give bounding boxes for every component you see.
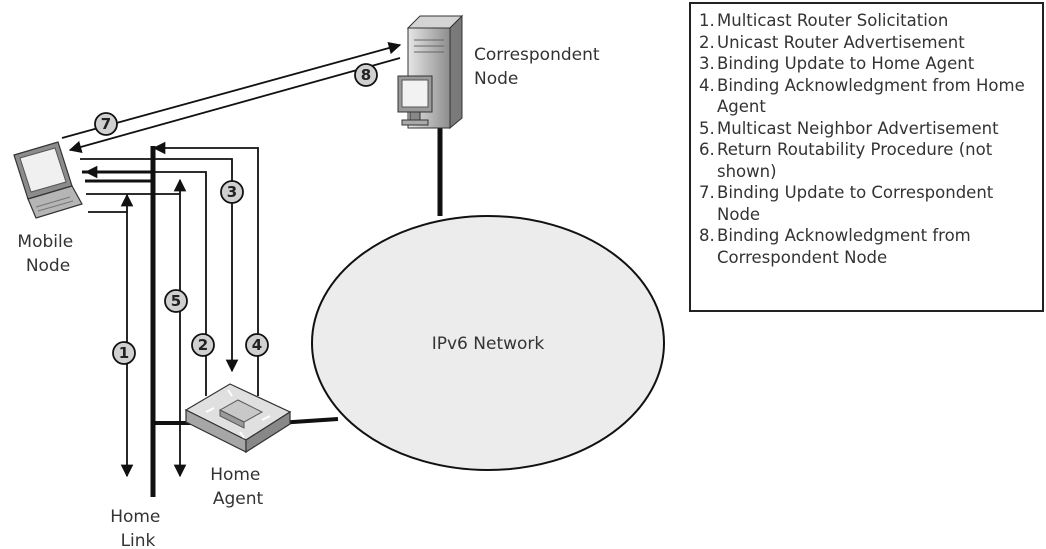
- legend-number: 2.: [699, 32, 715, 52]
- step-number-3: 3: [227, 183, 237, 201]
- legend-list: 1.Multicast Router Solicitation 2.Unicas…: [699, 10, 1034, 268]
- correspondent-label-line-2: Node: [474, 69, 518, 89]
- legend-item-5: 5.Multicast Neighbor Advertisement: [699, 118, 1034, 140]
- home-link-label-line-2: Link: [121, 531, 156, 549]
- step-number-4: 4: [252, 336, 262, 354]
- step-marker-7: 7: [94, 112, 118, 136]
- legend-text: Binding Update to Correspondent Node: [717, 183, 994, 224]
- mobile-node-icon: [13, 141, 83, 219]
- legend-text: Binding Acknowledgment from Home Agent: [717, 75, 1025, 117]
- arrow-step-2: [84, 165, 207, 396]
- mobile-label-line-2: Node: [26, 256, 70, 276]
- legend-text: Binding Acknowledgment from Corresponden…: [717, 226, 971, 267]
- legend-number: 6.: [699, 140, 715, 159]
- home-agent-label-line-1: Home: [210, 465, 260, 485]
- legend-text: Unicast Router Advertisement: [717, 32, 965, 52]
- legend-number: 8.: [699, 226, 715, 245]
- legend-number: 3.: [699, 54, 715, 73]
- legend-item-7: 7.Binding Update to Correspondent Node: [699, 182, 1034, 225]
- arrow-step-4: [152, 141, 259, 396]
- home-link-label: Home Link: [110, 507, 166, 549]
- legend-item-4: 4.Binding Acknowledgment from Home Agent: [699, 75, 1034, 118]
- mobile-label-line-1: Mobile: [17, 232, 73, 252]
- correspondent-node-label: Correspondent Node: [474, 45, 605, 89]
- correspondent-label-line-1: Correspondent: [474, 45, 600, 65]
- legend-number: 4.: [699, 75, 715, 95]
- step-number-2: 2: [198, 336, 208, 354]
- home-agent-label-line-2: Agent: [213, 489, 264, 509]
- legend-box: 1.Multicast Router Solicitation 2.Unicas…: [689, 2, 1044, 312]
- arrow-step-5: [86, 193, 187, 478]
- home-agent-icon: [184, 383, 292, 454]
- legend-item-6: 6.Return Routability Procedure (not show…: [699, 139, 1034, 182]
- correspondent-node-icon: [397, 14, 464, 130]
- legend-text: Multicast Router Solicitation: [717, 11, 949, 30]
- legend-text: Return Routability Procedure (not shown): [717, 140, 993, 181]
- legend-item-3: 3.Binding Update to Home Agent: [699, 53, 1034, 75]
- step-marker-8: 8: [354, 63, 378, 87]
- home-agent-label: Home Agent: [210, 465, 266, 509]
- legend-number: 7.: [699, 183, 715, 202]
- step-number-7: 7: [101, 115, 111, 133]
- arrow-step-8: [68, 57, 401, 154]
- step-marker-3: 3: [220, 180, 244, 204]
- legend-item-2: 2.Unicast Router Advertisement: [699, 32, 1034, 54]
- step-number-1: 1: [119, 344, 129, 362]
- legend-text: Multicast Neighbor Advertisement: [717, 118, 999, 138]
- legend-item-8: 8.Binding Acknowledgment from Correspond…: [699, 225, 1034, 268]
- legend-item-1: 1.Multicast Router Solicitation: [699, 10, 1034, 32]
- step-number-5: 5: [171, 292, 181, 310]
- ipv6-network-cloud: [311, 215, 665, 471]
- home-link-label-line-1: Home: [110, 507, 160, 527]
- legend-number: 1.: [699, 11, 715, 30]
- step-marker-4: 4: [245, 333, 269, 357]
- arrow-step-3: [80, 158, 239, 373]
- step-marker-1: 1: [112, 341, 136, 365]
- legend-number: 5.: [699, 118, 715, 138]
- step-number-8: 8: [361, 66, 371, 84]
- network-label: IPv6 Network: [432, 334, 545, 354]
- step-marker-5: 5: [164, 289, 188, 313]
- mobile-node-label: Mobile Node: [17, 232, 78, 276]
- step-marker-2: 2: [191, 333, 215, 357]
- arrow-step-7: [61, 41, 402, 139]
- legend-text: Binding Update to Home Agent: [717, 54, 975, 73]
